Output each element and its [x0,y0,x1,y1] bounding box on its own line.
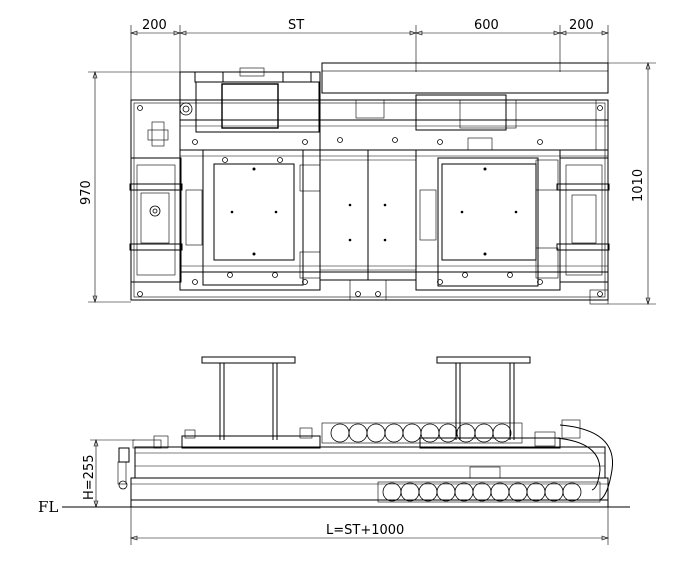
dim-middle: 600 [474,18,499,33]
dim-left-margin: 200 [142,18,167,33]
side-view-machine [62,356,630,508]
dim-height-inner: 970 [79,180,94,205]
dim-h-lines [90,439,135,508]
top-view-machine [129,62,610,305]
dim-right-margin: 200 [569,18,594,33]
length-label: L=ST+1000 [326,523,404,538]
dim-970-lines [88,71,180,303]
dim-length-lines [130,507,609,545]
dim-height-outer: 1010 [631,169,646,202]
floor-label: FL [38,498,58,516]
dim-1010-lines [608,62,656,305]
dim-stroke: ST [288,18,304,33]
top-dimension-lines [130,25,609,100]
side-height-label: H=255 [82,455,97,500]
